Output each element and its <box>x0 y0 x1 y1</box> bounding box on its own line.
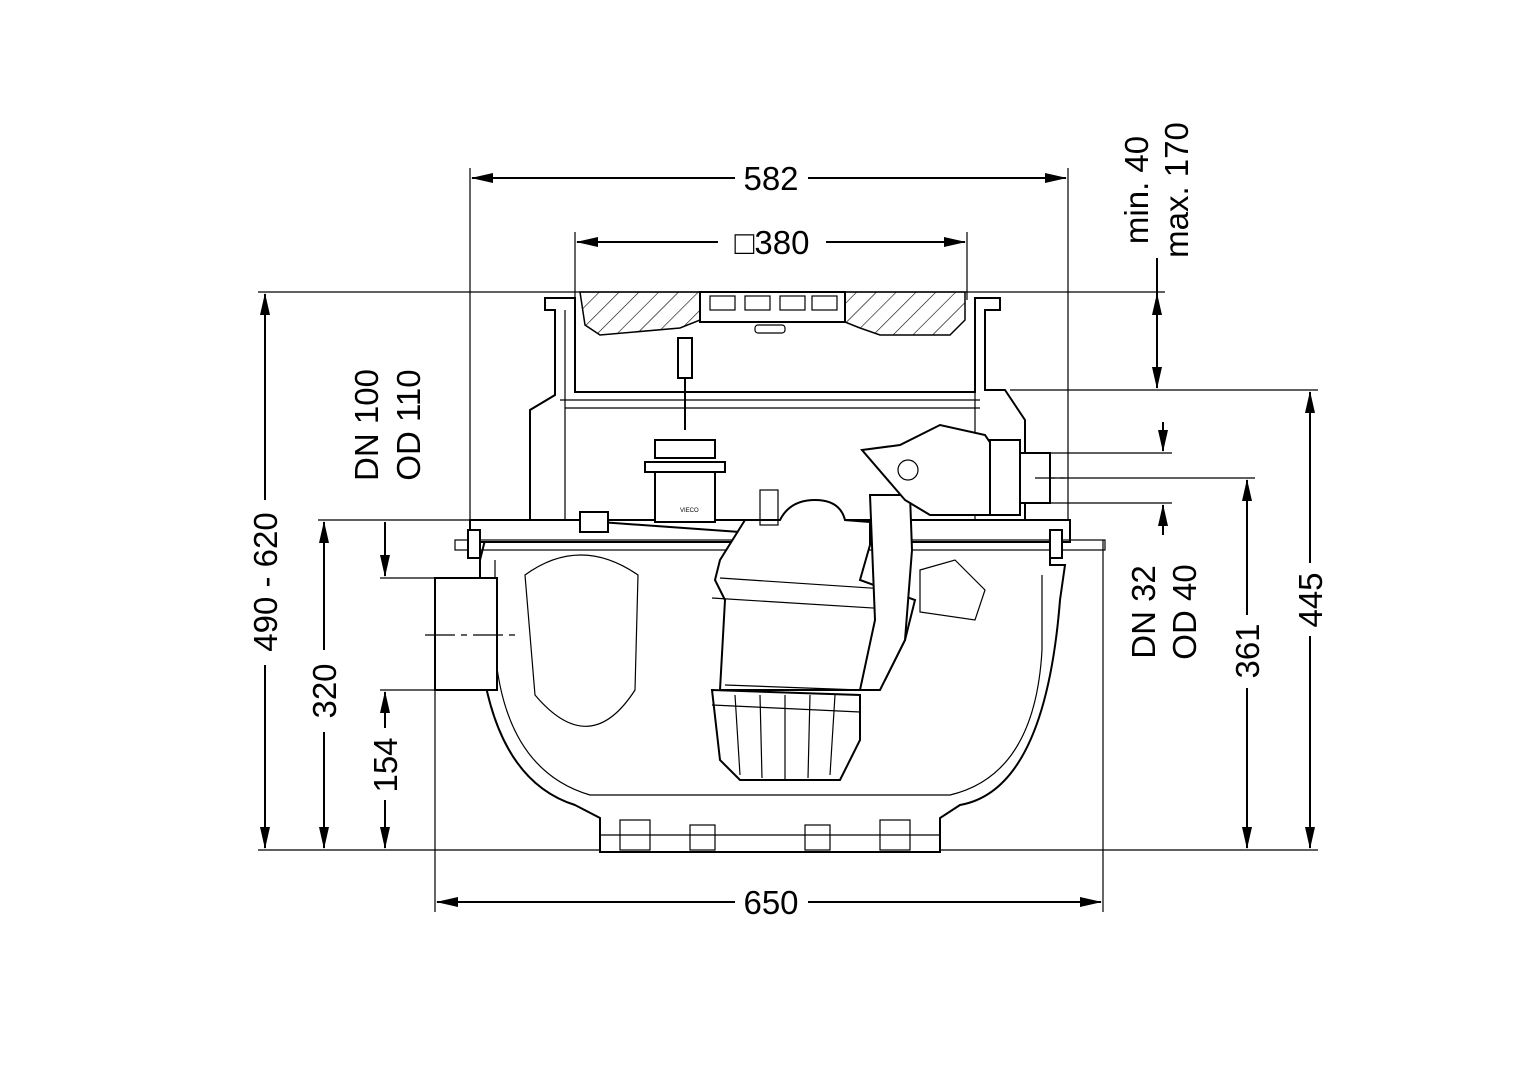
dimension-outlet-dn: DN 32 OD 40 <box>1125 422 1203 660</box>
dimension-label-154: 154 <box>367 737 404 792</box>
dimension-label-320: 320 <box>306 663 343 718</box>
dimension-154: 154 <box>367 691 404 849</box>
dimension-490-620: 490 - 620 <box>247 293 284 849</box>
dimension-label-min: min. 40 <box>1118 136 1155 244</box>
dimension-label-445: 445 <box>1292 572 1329 627</box>
dimension-label-od40: OD 40 <box>1166 564 1203 659</box>
dimension-label-max: max. 170 <box>1158 122 1195 258</box>
dimension-label-380: □380 <box>735 224 810 261</box>
dimension-582: 582 <box>471 160 1067 197</box>
lifting-station-body: VIECO <box>425 291 1106 853</box>
dimension-label-361: 361 <box>1229 623 1266 678</box>
dimension-320: 320 <box>306 521 343 849</box>
dimension-label-dn100: DN 100 <box>348 369 385 481</box>
dimension-361: 361 <box>1229 479 1266 849</box>
dimension-650: 650 <box>436 884 1102 921</box>
dimension-380: □380 <box>576 224 966 261</box>
dimension-label-dn32: DN 32 <box>1125 565 1162 659</box>
dimension-label-od110: OD 110 <box>390 369 427 480</box>
dimension-445: 445 <box>1292 391 1329 849</box>
dimension-label-650: 650 <box>743 884 798 921</box>
dimension-label-582: 582 <box>743 160 798 197</box>
dimension-cover-depth: min. 40 max. 170 <box>1118 122 1195 389</box>
svg-text:VIECO: VIECO <box>680 508 699 514</box>
dimension-label-490-620: 490 - 620 <box>247 512 284 651</box>
dimension-inlet-dn: DN 100 OD 110 <box>348 369 427 577</box>
